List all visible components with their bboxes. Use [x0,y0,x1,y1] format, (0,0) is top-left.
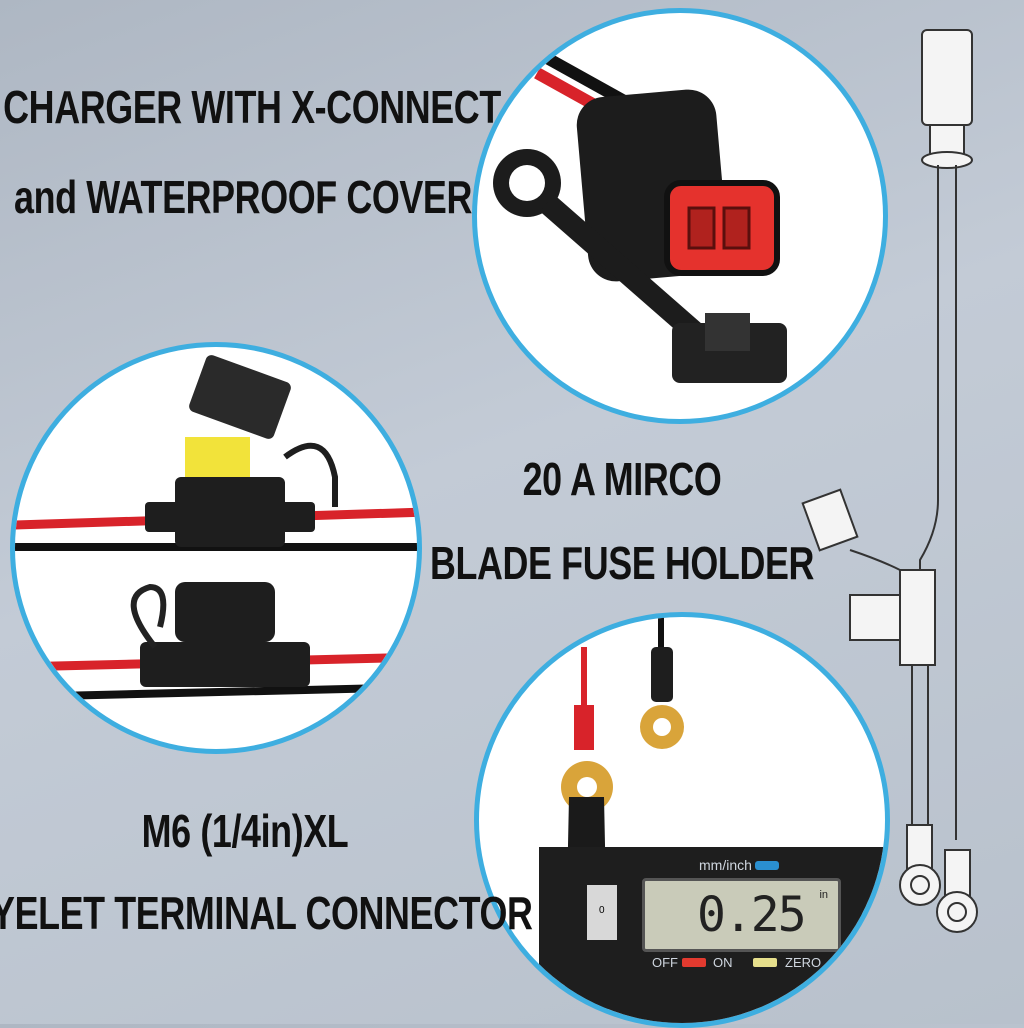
lcd-unit: in [819,889,828,901]
unit-toggle-button[interactable] [755,861,779,870]
fuse-holder-illustration [15,355,417,701]
caption-xconnect-line2: and WATERPROOF COVER [14,171,472,223]
caliper-unit-label: mm/inch [699,857,752,873]
xconnect-photo [472,8,888,424]
off-label: OFF [652,955,678,970]
power-button[interactable] [682,958,706,967]
scale-window: 0 [587,885,617,940]
caption-fuse-line2: BLADE FUSE HOLDER [429,537,815,589]
lcd-display: 0.25 in [642,878,841,952]
lcd-reading: 0.25 [697,887,807,943]
zero-label: ZERO [785,955,822,970]
caliper: mm/inch 0 0.25 in OFF ON ZERO [587,845,885,975]
caption-xconnect-line1: CHARGER WITH X-CONNECT [3,81,501,133]
caption-fuse-line1: 20 A MIRCO [522,453,722,505]
scale-zero: 0 [599,905,605,916]
fuse-holder-photo [10,342,422,754]
on-label: ON [713,955,733,970]
xconnect-illustration [493,52,787,383]
eyelet-caliper-photo: mm/inch 0 0.25 in OFF ON ZERO [474,612,890,1028]
zero-button[interactable] [753,958,777,967]
caption-eyelet-line1: M6 (1/4in)XL [141,805,349,857]
caption-eyelet-line2: EYELET TERMINAL CONNECTOR [0,887,533,939]
